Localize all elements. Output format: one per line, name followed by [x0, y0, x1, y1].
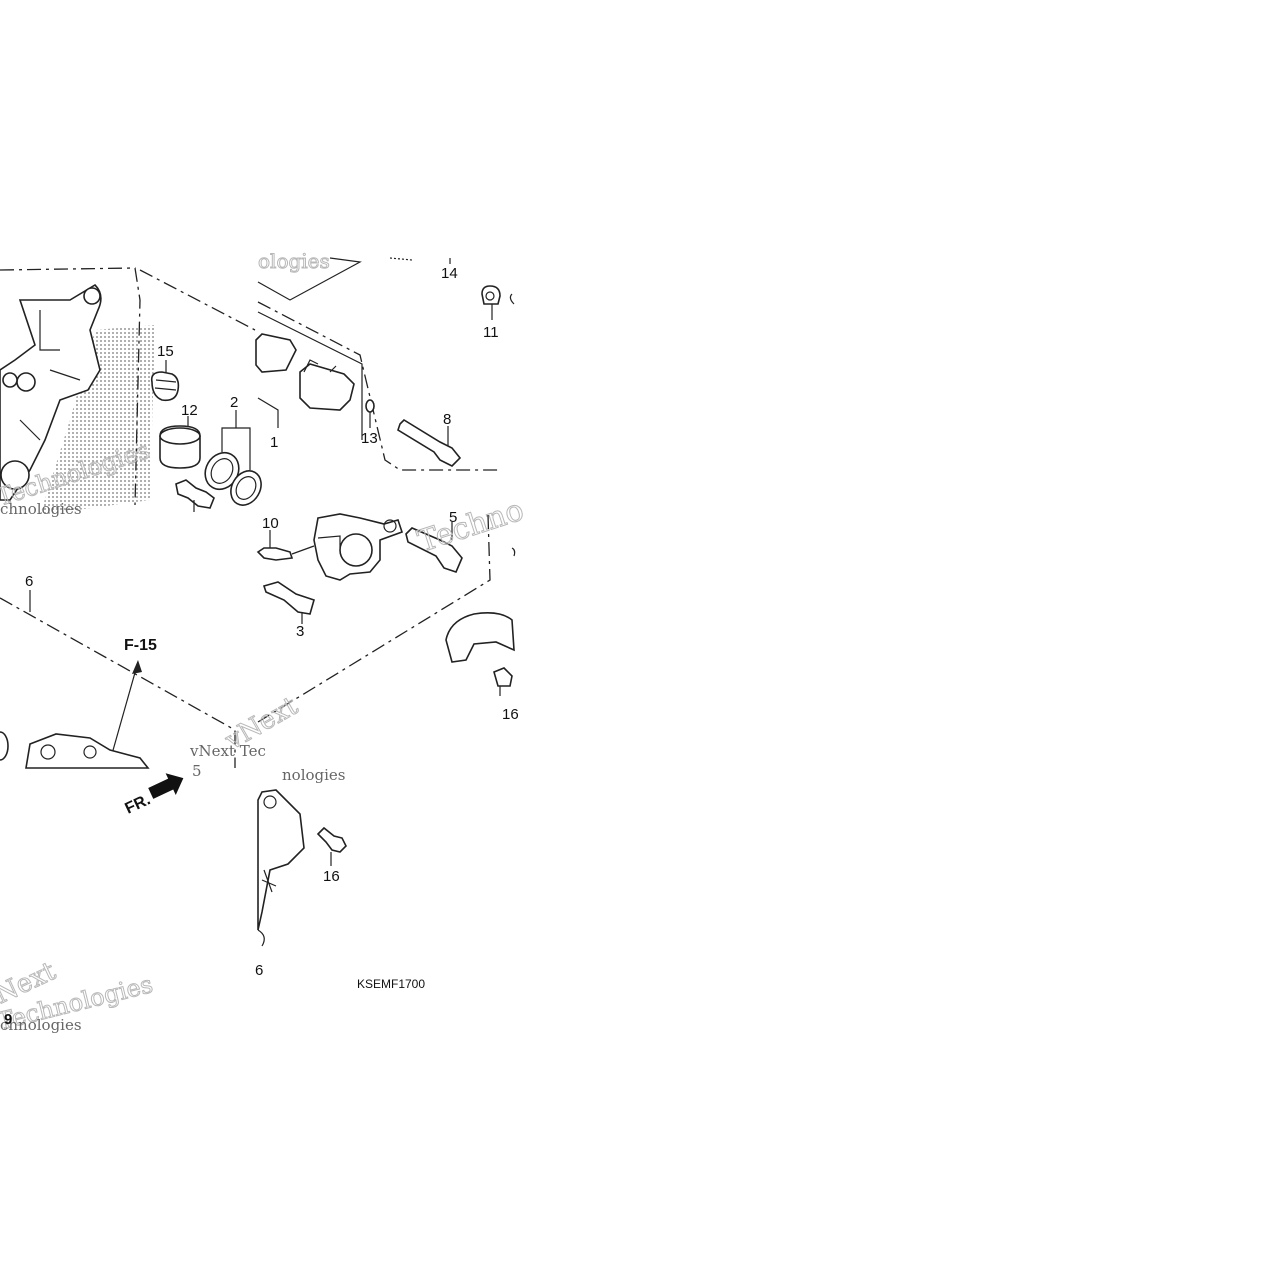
tile-bracket	[0, 267, 256, 515]
callout-9: 9	[4, 1011, 12, 1028]
watermark-vnext-tec: vNext Tec	[189, 742, 266, 760]
callout-6b: 6	[255, 962, 263, 979]
watermark-dark-2: nologies	[282, 766, 346, 784]
callout-16b: 16	[323, 868, 340, 885]
tile-pads: ologies 14 13 1 8 11	[255, 249, 515, 471]
callout-13: 13	[361, 430, 378, 447]
part-15-rubber-cap: 15	[150, 343, 180, 402]
watermark-dark-3: chnologies	[0, 1016, 82, 1034]
part-12-piston: 12	[159, 402, 201, 469]
callout-16a: 16	[502, 706, 519, 723]
callout-5: 5	[449, 509, 457, 526]
watermark-dark-1: chnologies	[0, 500, 82, 518]
part-2-piston-seals: 2	[204, 394, 262, 506]
callout-2: 2	[230, 394, 238, 411]
tile-caliper-ref: 6 F-15 vNext Tec vNext	[0, 573, 304, 769]
callout-3: 3	[296, 623, 304, 640]
callout-8: 8	[443, 411, 451, 428]
callout-15: 15	[157, 343, 174, 360]
callout-5b: 5	[192, 762, 202, 780]
callout-1: 1	[270, 434, 278, 451]
callout-14: 14	[441, 265, 458, 282]
ref-f15: F-15	[124, 637, 157, 654]
tile-bottom: 5 nologies FR. 16 6 KSEMF1700	[123, 762, 426, 991]
tile-caliper: 10 5 Techno 3 16	[256, 492, 529, 723]
callout-11: 11	[483, 324, 499, 341]
ref-front: FR.	[123, 791, 154, 817]
callout-10: 10	[262, 515, 279, 532]
part-bolt-left	[175, 479, 215, 512]
callout-6: 6	[25, 573, 33, 590]
callout-12: 12	[181, 402, 198, 419]
diagram-code: KSEMF1700	[357, 977, 425, 991]
watermark-techno: Techno	[414, 493, 528, 560]
watermark-ologies: ologies	[258, 249, 330, 273]
front-arrow-icon	[148, 773, 184, 799]
tile-bottom-left: Next Technologies chnologies 9	[0, 956, 156, 1037]
